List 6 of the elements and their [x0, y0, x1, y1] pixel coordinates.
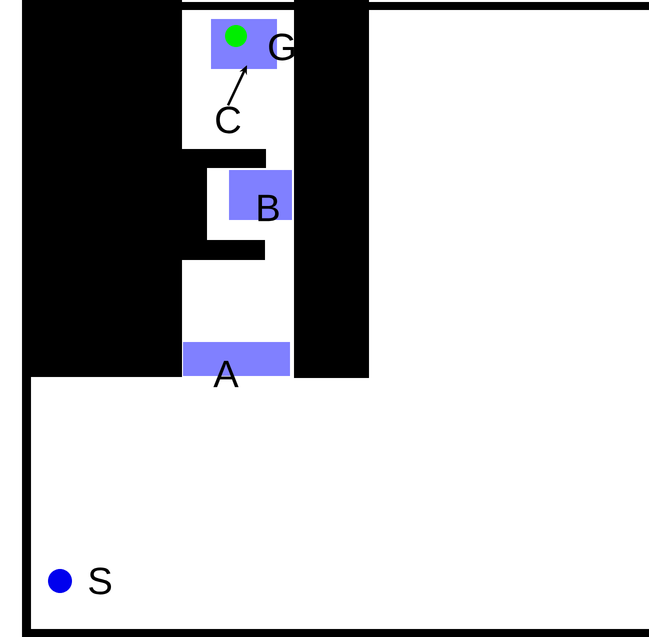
- region-box: B: [229, 170, 292, 222]
- point-label: S: [89, 568, 111, 594]
- dot: [48, 569, 72, 593]
- region-label: C: [216, 106, 240, 134]
- dot: [225, 25, 247, 47]
- region-box: A: [183, 342, 290, 388]
